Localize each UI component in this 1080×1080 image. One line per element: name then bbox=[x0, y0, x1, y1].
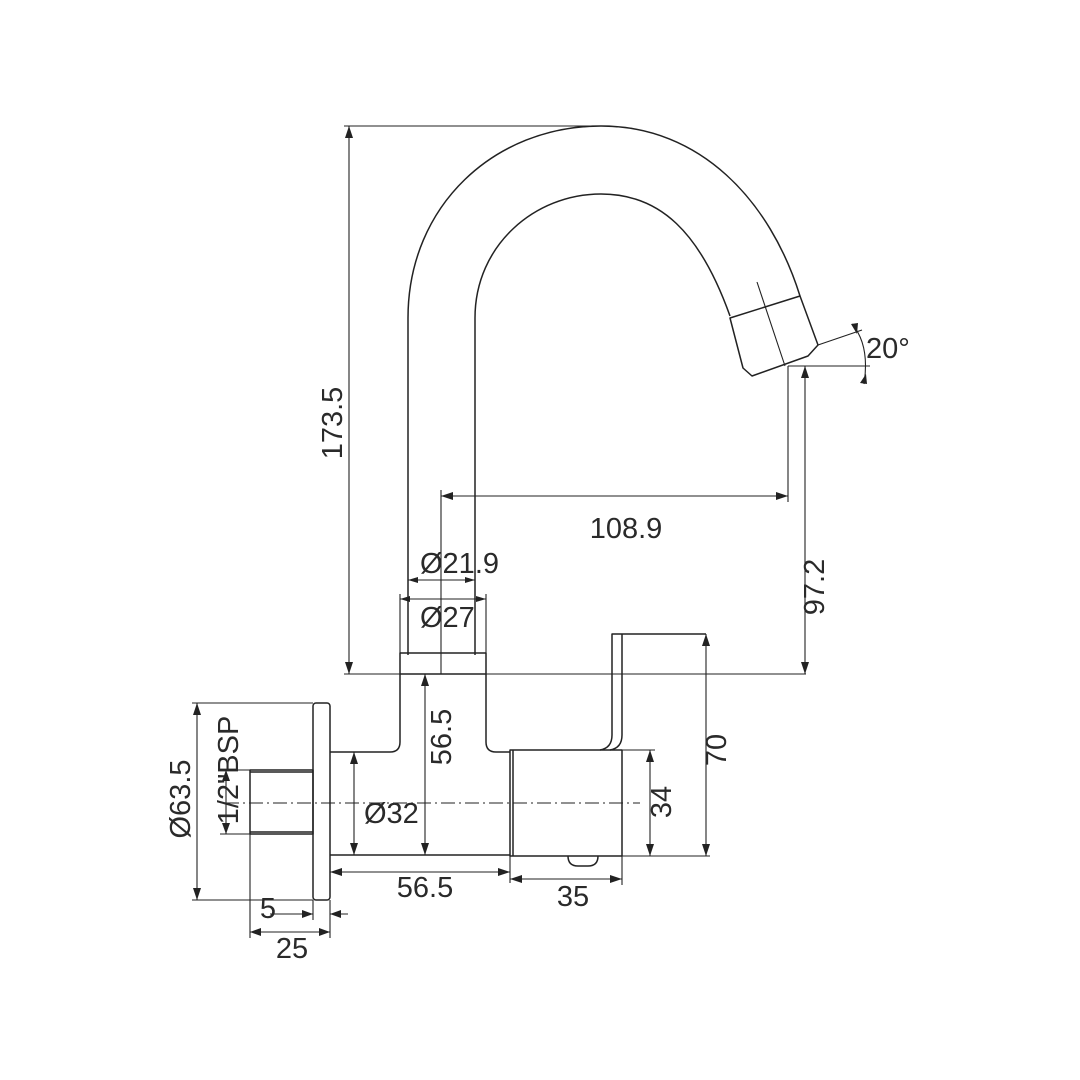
arrow-27-right bbox=[476, 596, 486, 602]
label-outlet-angle: 20° bbox=[866, 333, 910, 365]
body-neck-left bbox=[330, 674, 401, 753]
label-spout-outer-diameter: Ø27 bbox=[420, 602, 475, 634]
spout-outer-contour bbox=[407, 125, 801, 319]
arrow-56-5v-bottom bbox=[421, 843, 429, 855]
handle-lever bbox=[599, 633, 706, 751]
arrow-173-5-top bbox=[345, 126, 353, 138]
arrow-34-bottom bbox=[646, 844, 654, 856]
arrow-25-right bbox=[319, 928, 330, 936]
spout-inner-contour bbox=[474, 193, 731, 319]
aerator-outlet bbox=[729, 295, 819, 377]
arrow-70-bottom bbox=[702, 844, 710, 856]
arrow-5-right bbox=[330, 910, 341, 918]
label-thread-size: 1/2"BSP bbox=[213, 716, 245, 825]
arrow-angle-bottom bbox=[860, 374, 867, 384]
arrow-35-left bbox=[510, 875, 522, 883]
arrow-63-5-top bbox=[193, 703, 201, 715]
dimension-labels: 173.5 108.9 97.2 20° Ø21.9 Ø27 56.5 Ø32 … bbox=[165, 333, 910, 965]
label-body-height: 56.5 bbox=[426, 709, 458, 765]
label-spout-inner-diameter: Ø21.9 bbox=[420, 548, 499, 580]
aerator-axis-mark bbox=[756, 281, 786, 367]
arrow-108-9-left bbox=[441, 492, 453, 500]
label-handle-diameter: 34 bbox=[646, 786, 678, 818]
label-handle-width: 35 bbox=[557, 881, 589, 913]
arrow-21-9-left bbox=[408, 577, 418, 583]
arrow-27-left bbox=[400, 596, 410, 602]
arrow-56-5v-top bbox=[421, 674, 429, 686]
arrow-70-top bbox=[702, 634, 710, 646]
arrow-5-left bbox=[302, 910, 313, 918]
arrow-97-2-top bbox=[801, 366, 809, 378]
arrow-32-bottom bbox=[350, 843, 358, 855]
arrow-63-5-bottom bbox=[193, 888, 201, 900]
arrow-bsp-top bbox=[222, 770, 230, 781]
dimension-lines bbox=[192, 125, 870, 938]
arrow-173-5-bottom bbox=[345, 662, 353, 674]
arrow-25-left bbox=[250, 928, 261, 936]
arrow-angle-top bbox=[851, 323, 858, 334]
faucet-outline bbox=[249, 125, 819, 901]
label-flange-diameter: Ø63.5 bbox=[165, 760, 197, 839]
arrow-21-9-right bbox=[465, 577, 475, 583]
arrow-108-9-right bbox=[776, 492, 788, 500]
handle-indicator-notch bbox=[567, 855, 599, 867]
body-neck-right bbox=[485, 674, 510, 753]
label-outlet-height: 97.2 bbox=[799, 559, 831, 615]
label-total-height: 173.5 bbox=[317, 387, 349, 460]
label-wall-depth: 25 bbox=[276, 933, 308, 965]
arrow-97-2-bottom bbox=[801, 662, 809, 674]
label-spout-reach: 108.9 bbox=[590, 513, 663, 545]
label-body-length: 56.5 bbox=[397, 872, 453, 904]
ext-line-angle bbox=[817, 329, 863, 346]
spout-base-collar bbox=[399, 652, 487, 675]
thread-connector bbox=[249, 769, 314, 835]
arrow-bsp-bottom bbox=[222, 823, 230, 834]
label-lever-height: 70 bbox=[701, 734, 733, 766]
arrow-56-5h-left bbox=[330, 868, 342, 876]
arrow-34-top bbox=[646, 750, 654, 762]
arrow-35-right bbox=[610, 875, 622, 883]
arrow-56-5h-right bbox=[498, 868, 510, 876]
arrow-32-top bbox=[350, 752, 358, 764]
wall-flange bbox=[312, 702, 331, 901]
label-flange-thickness: 5 bbox=[260, 893, 276, 925]
label-body-diameter: Ø32 bbox=[364, 798, 419, 830]
